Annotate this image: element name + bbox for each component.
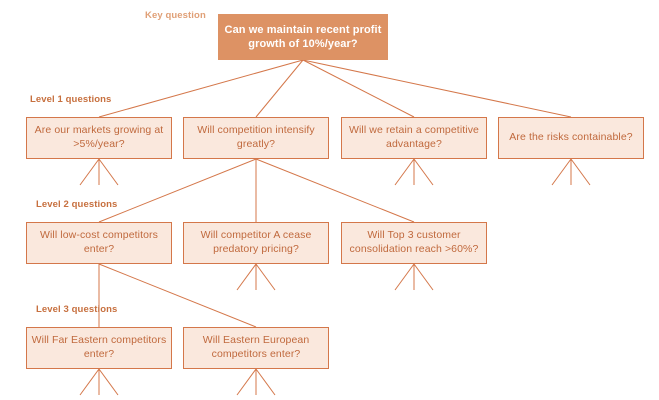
node-l1-competitive-advantage[interactable]: Will we retain a competitive advantage? xyxy=(341,117,487,159)
connector-line xyxy=(302,59,572,118)
node-l3-eastern-european[interactable]: Will Eastern European competitors enter? xyxy=(183,327,329,369)
node-label: Will competitor A cease predatory pricin… xyxy=(200,229,312,255)
connector-line xyxy=(255,59,304,118)
node-label: Will Far Eastern competitors enter? xyxy=(31,334,167,360)
node-label: Will low-cost competitors enter? xyxy=(39,229,159,255)
connector-line xyxy=(236,263,257,291)
node-label: Can we maintain recent profit growth of … xyxy=(224,23,382,50)
node-label: Will Top 3 customer consolidation reach … xyxy=(349,229,479,255)
level-2-label: Level 2 questions xyxy=(36,199,118,210)
key-question-label: Key question xyxy=(145,10,206,21)
connector-line xyxy=(413,158,434,186)
connector-line xyxy=(394,158,415,186)
connector-line xyxy=(394,263,415,291)
node-l1-markets-growing[interactable]: Are our markets growing at >5%/year? xyxy=(26,117,172,159)
node-label: Will we retain a competitive advantage? xyxy=(348,124,479,150)
connector-line xyxy=(302,59,415,118)
node-label: Will competition intensify greatly? xyxy=(197,124,315,150)
connector-line xyxy=(255,368,276,396)
level-1-label: Level 1 questions xyxy=(30,94,112,105)
node-l1-competition-intensify[interactable]: Will competition intensify greatly? xyxy=(183,117,329,159)
connector-line xyxy=(413,263,434,291)
connector-line xyxy=(98,368,119,396)
connector-line xyxy=(98,158,119,186)
connector-line xyxy=(255,263,276,291)
connector-line xyxy=(79,158,100,186)
connector-line xyxy=(98,59,304,118)
node-label: Are our markets growing at >5%/year? xyxy=(34,124,164,150)
connector-line xyxy=(551,158,572,186)
connector-line xyxy=(255,158,415,223)
connector-line xyxy=(98,158,257,223)
connector-line xyxy=(79,368,100,396)
node-key-question[interactable]: Can we maintain recent profit growth of … xyxy=(218,14,388,60)
node-label: Will Eastern European competitors enter? xyxy=(202,334,310,360)
node-l3-far-eastern[interactable]: Will Far Eastern competitors enter? xyxy=(26,327,172,369)
level-3-label: Level 3 questions xyxy=(36,304,118,315)
node-l2-predatory-pricing[interactable]: Will competitor A cease predatory pricin… xyxy=(183,222,329,264)
connector-line xyxy=(236,368,257,396)
connector-line xyxy=(570,158,591,186)
node-l1-risks-containable[interactable]: Are the risks containable? xyxy=(498,117,644,159)
node-l2-low-cost-competitors[interactable]: Will low-cost competitors enter? xyxy=(26,222,172,264)
node-label: Are the risks containable? xyxy=(509,131,633,144)
connector-line xyxy=(98,263,257,328)
node-l2-customer-consolidation[interactable]: Will Top 3 customer consolidation reach … xyxy=(341,222,487,264)
